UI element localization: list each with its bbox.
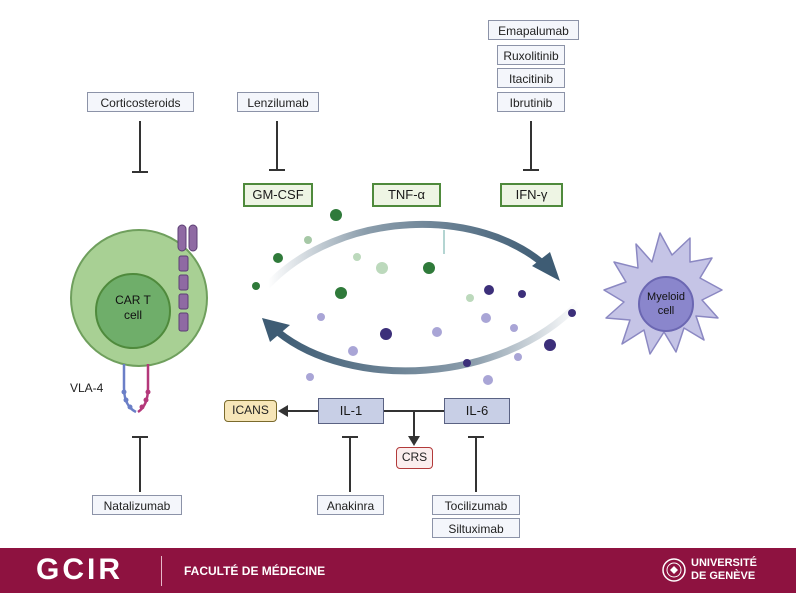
tocilizumab-label: Tocilizumab [432,495,520,515]
ifn-box: IFN-γ [500,183,563,207]
myeloid-cell-label: Myeloid cell [632,290,700,318]
natalizumab-label: Natalizumab [92,495,182,515]
cart-cell-label: CAR T cell [96,293,170,323]
il-connectors [278,405,444,446]
faculty-label[interactable]: FACULTÉ DE MÉDECINE [184,564,326,578]
cart-label-line1: CAR T [115,293,151,307]
university-line1: UNIVERSITÉ [691,557,758,569]
myeloid-cell [603,232,723,355]
cytokine-particles [252,209,576,385]
cart-cell [70,224,208,414]
cart-label-line2: cell [123,308,142,322]
myeloid-label-line1: Myeloid [647,291,685,303]
crs-box: CRS [396,447,433,469]
myeloid-label-line2: cell [657,305,675,317]
diagram-graphics [70,121,723,492]
footer-bar: GCIR FACULTÉ DE MÉDECINE UNIVERSITÉ DE G… [0,548,796,593]
emapalumab-label: Emapalumab [488,20,579,40]
car-receptor [177,224,198,332]
university-name[interactable]: UNIVERSITÉ DE GENÈVE [691,557,757,583]
cytokine-flow-arrows [262,220,582,375]
unige-seal-icon [662,558,686,582]
gcir-logo: GCIR [36,553,123,586]
ibrutinib-label: Ibrutinib [497,92,565,112]
icans-box: ICANS [224,400,277,422]
ruxolitinib-label: Ruxolitinib [497,45,565,65]
anakinra-label: Anakinra [317,495,384,515]
footer-divider [161,556,162,586]
university-line2: DE GENÈVE [691,570,756,582]
siltuximab-label: Siltuximab [432,518,520,538]
vla4-integrin [121,364,151,414]
inhibitor-lines [132,121,539,492]
lenzilumab-label: Lenzilumab [237,92,319,112]
tnf-box: TNF-α [372,183,441,207]
gmcsf-box: GM-CSF [243,183,313,207]
il1-box: IL-1 [318,398,384,424]
il6-box: IL-6 [444,398,510,424]
vla4-label: VLA-4 [70,381,104,395]
itacitinib-label: Itacitinib [497,68,565,88]
corticosteroids-label: Corticosteroids [87,92,194,112]
